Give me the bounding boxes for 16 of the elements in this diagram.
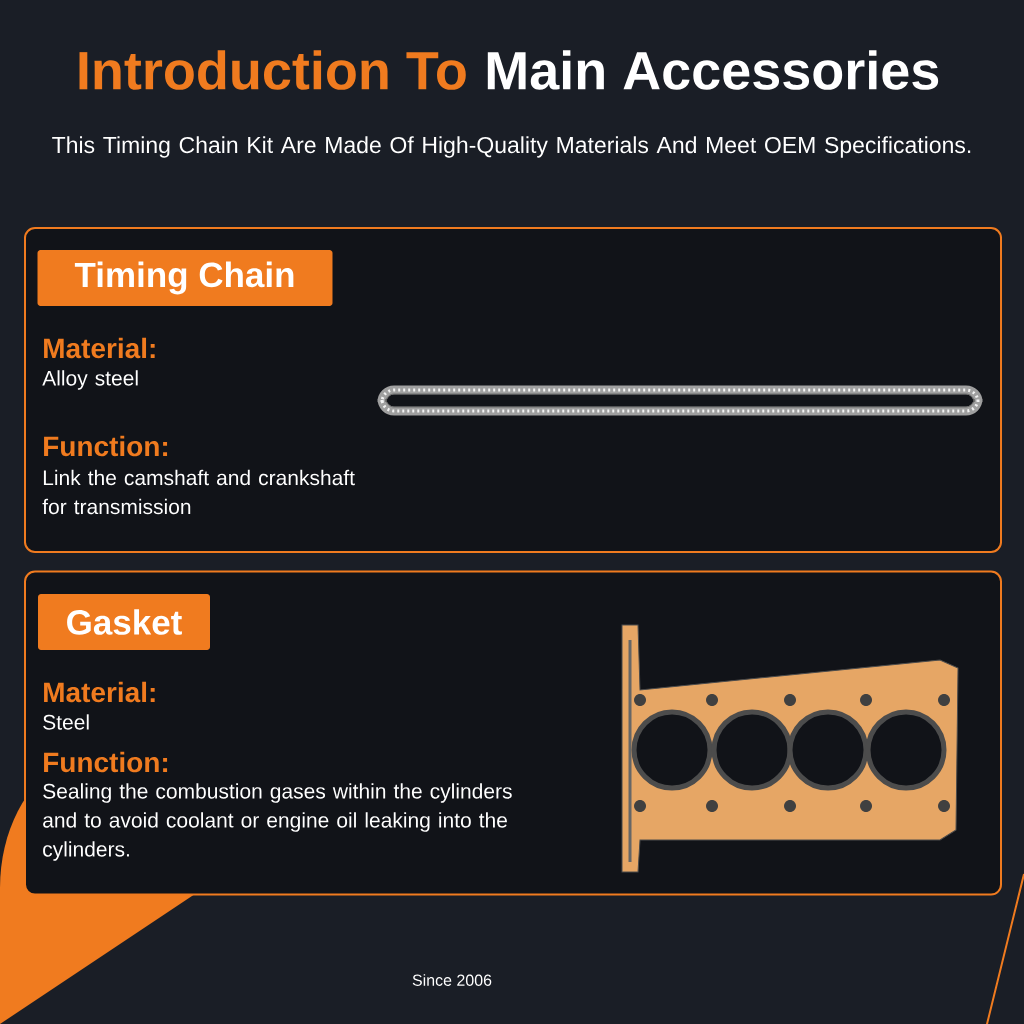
gasket-drawing bbox=[621, 624, 959, 873]
title-badge: Timing Chain bbox=[37, 250, 333, 306]
field-text: Steel bbox=[43, 714, 89, 730]
field-text: Sealing the combustion gases within the cylinders and to avoid coolant or engine oil leaking into the cylinders. bbox=[43, 783, 512, 861]
field-text: Alloy steel bbox=[42, 370, 138, 390]
field-heading: Function: bbox=[44, 751, 168, 773]
field-heading: Function: bbox=[44, 435, 168, 457]
tagline-text: Since 2006 bbox=[412, 974, 492, 986]
heading-text: Main Accessories bbox=[487, 50, 939, 90]
heading-text: Introduction To bbox=[79, 50, 466, 90]
field-text: Link the camshaft and crankshaft for transmission bbox=[42, 469, 355, 515]
field-heading: Material: bbox=[44, 337, 155, 359]
subtitle-text: This Timing Chain Kit Are Made Of High-Quality Materials And Meet OEM Specifications. bbox=[52, 136, 971, 158]
title-badge: Gasket bbox=[38, 594, 210, 650]
timing-chain-drawing bbox=[377, 385, 983, 416]
field-heading: Material: bbox=[44, 681, 155, 703]
